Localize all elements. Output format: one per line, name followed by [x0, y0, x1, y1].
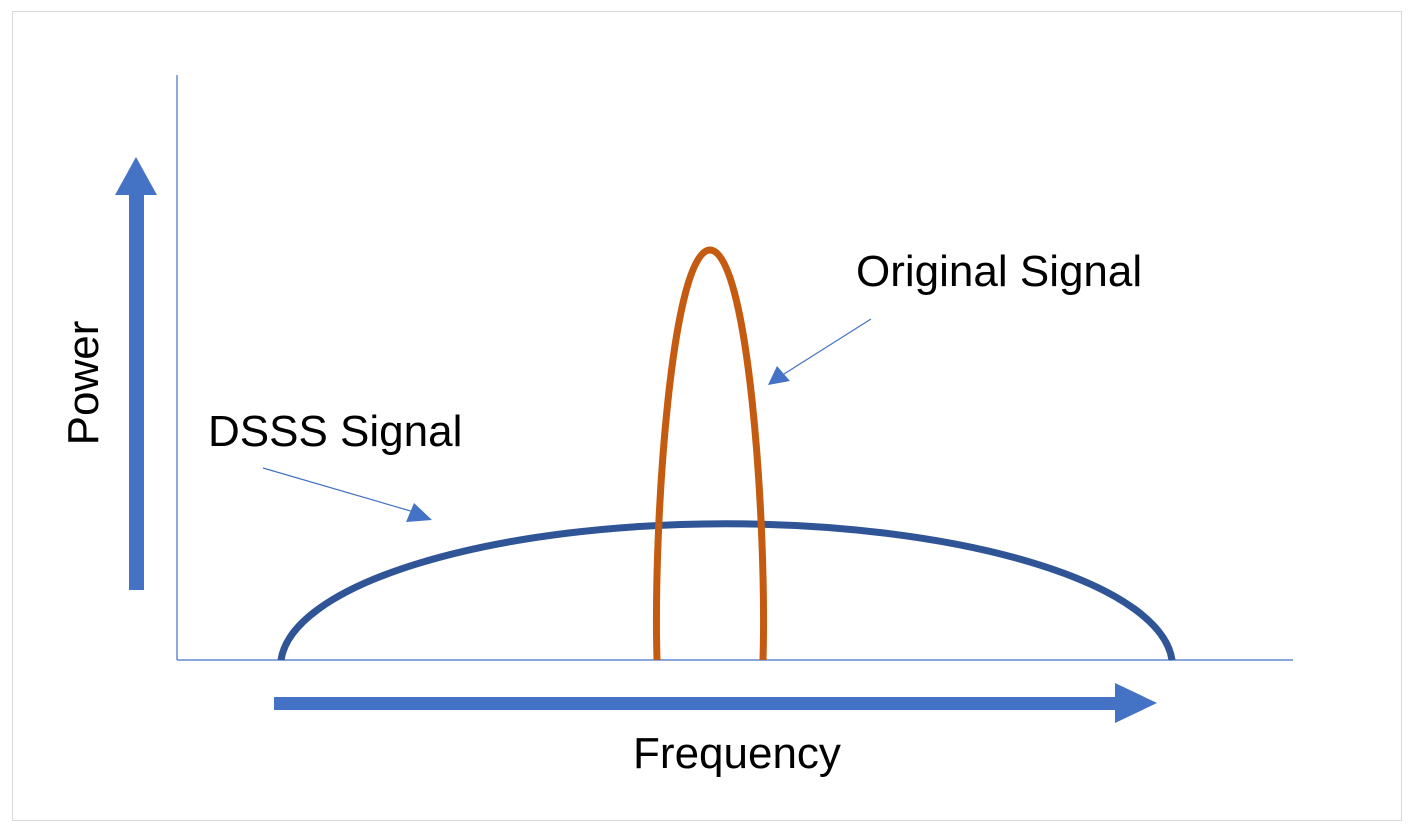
dsss-signal-curve — [277, 520, 1176, 661]
original-signal-curve — [652, 246, 768, 661]
x-axis-label: Frequency — [633, 729, 841, 778]
original-signal-label: Original Signal — [856, 247, 1142, 296]
y-axis-label: Power — [59, 321, 108, 446]
frequency-arrow-icon — [274, 683, 1157, 723]
figure-border — [12, 11, 1402, 821]
power-arrow-icon — [115, 157, 157, 590]
dsss-callout-arrow — [262, 467, 432, 522]
original-callout-arrow — [768, 318, 872, 385]
dsss-signal-label: DSSS Signal — [208, 407, 462, 456]
